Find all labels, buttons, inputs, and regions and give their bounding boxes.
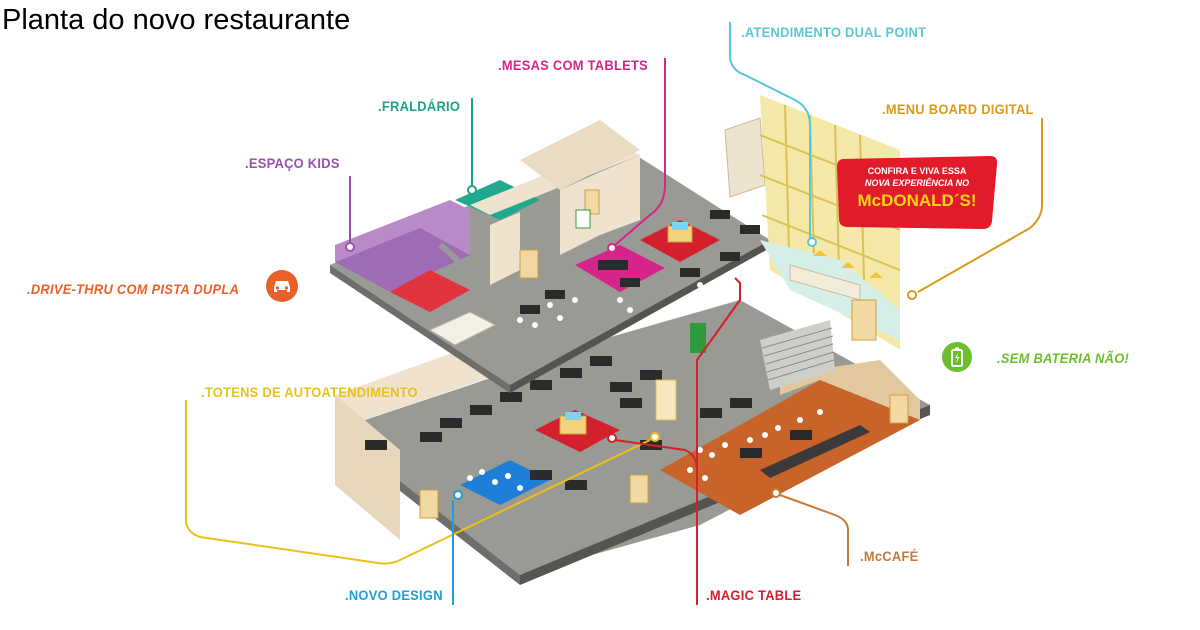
line-mccafe xyxy=(779,494,849,566)
kids-slide xyxy=(438,242,473,280)
dot-mesas-com-tablets xyxy=(607,243,617,253)
lower-chairs xyxy=(467,409,823,491)
upper-slab-front-left xyxy=(330,265,510,393)
kids-play-red xyxy=(390,270,470,312)
line-menu-board xyxy=(917,118,1043,293)
kids-back-wall xyxy=(335,200,470,262)
label-magic-table: .MAGIC TABLE xyxy=(706,587,802,603)
line-totens xyxy=(185,400,651,565)
promo-banner xyxy=(837,156,998,229)
label-espaco-kids: .ESPAÇO KIDS xyxy=(245,155,340,171)
promo-line-1: CONFIRA E VIVA ESSA xyxy=(867,166,967,176)
line-atendimento-dual-point xyxy=(729,22,811,238)
line-mesas-com-tablets xyxy=(614,58,666,246)
label-totens: .TOTENS DE AUTOATENDIMENTO xyxy=(201,384,418,400)
elevator-block xyxy=(724,117,766,198)
lower-doors xyxy=(419,379,909,519)
novo-design-blue-carpet xyxy=(460,460,550,505)
dot-mccafe xyxy=(771,488,781,498)
label-atendimento-dual-point: .ATENDIMENTO DUAL POINT xyxy=(741,24,927,40)
dot-magic-table xyxy=(607,433,617,443)
kids-area-floor xyxy=(335,228,470,292)
label-novo-design: .NOVO DESIGN xyxy=(345,587,443,603)
mccafe-counter xyxy=(760,425,870,478)
facade-door xyxy=(851,299,877,341)
promo-line-2: NOVA EXPERIÊNCIA NO xyxy=(864,178,970,188)
line-magic-table-upper xyxy=(696,277,741,470)
battery-icon xyxy=(942,342,972,372)
kids-bench xyxy=(428,311,497,346)
line-magic-table xyxy=(614,439,698,605)
upper-door-2 xyxy=(584,189,600,215)
tablets-table-2-screen xyxy=(672,222,688,230)
upper-chairs xyxy=(517,282,703,328)
dot-atendimento-dual-point xyxy=(807,237,817,247)
magic-table-screen xyxy=(565,412,581,420)
upper-corridor-block xyxy=(520,120,640,190)
lower-left-wall xyxy=(335,395,400,540)
dot-menu-board xyxy=(907,290,917,300)
dot-fraldario xyxy=(467,185,477,195)
upper-recycle-sign xyxy=(575,209,591,229)
lower-floor xyxy=(335,300,930,585)
pendant-lamps xyxy=(813,250,883,278)
label-fraldario: .FRALDÁRIO xyxy=(378,98,461,114)
label-drive-thru: .DRIVE-THRU COM PISTA DUPLA xyxy=(27,281,240,297)
upper-tables xyxy=(520,210,760,314)
car-icon xyxy=(266,270,298,302)
promo-line-3: McDONALD´S! xyxy=(857,191,977,210)
dot-novo-design xyxy=(453,490,463,500)
mccafe-floor xyxy=(660,380,920,515)
lower-recycle-sign xyxy=(690,323,706,353)
upper-slab-front-right xyxy=(510,240,770,393)
tablets-table-1 xyxy=(598,260,628,270)
dot-espaco-kids xyxy=(345,242,355,252)
label-menu-board-digital: .MENU BOARD DIGITAL xyxy=(882,101,1034,117)
stairs xyxy=(760,320,835,390)
label-mesas-com-tablets: .MESAS COM TABLETS xyxy=(498,57,648,73)
label-sem-bateria: .SEM BATERIA NÃO! xyxy=(997,350,1130,366)
label-mccafe: .McCAFÉ xyxy=(860,548,919,564)
page-title: Planta do novo restaurante xyxy=(2,4,351,36)
upper-door-1 xyxy=(519,249,539,279)
dot-totens xyxy=(650,432,660,442)
